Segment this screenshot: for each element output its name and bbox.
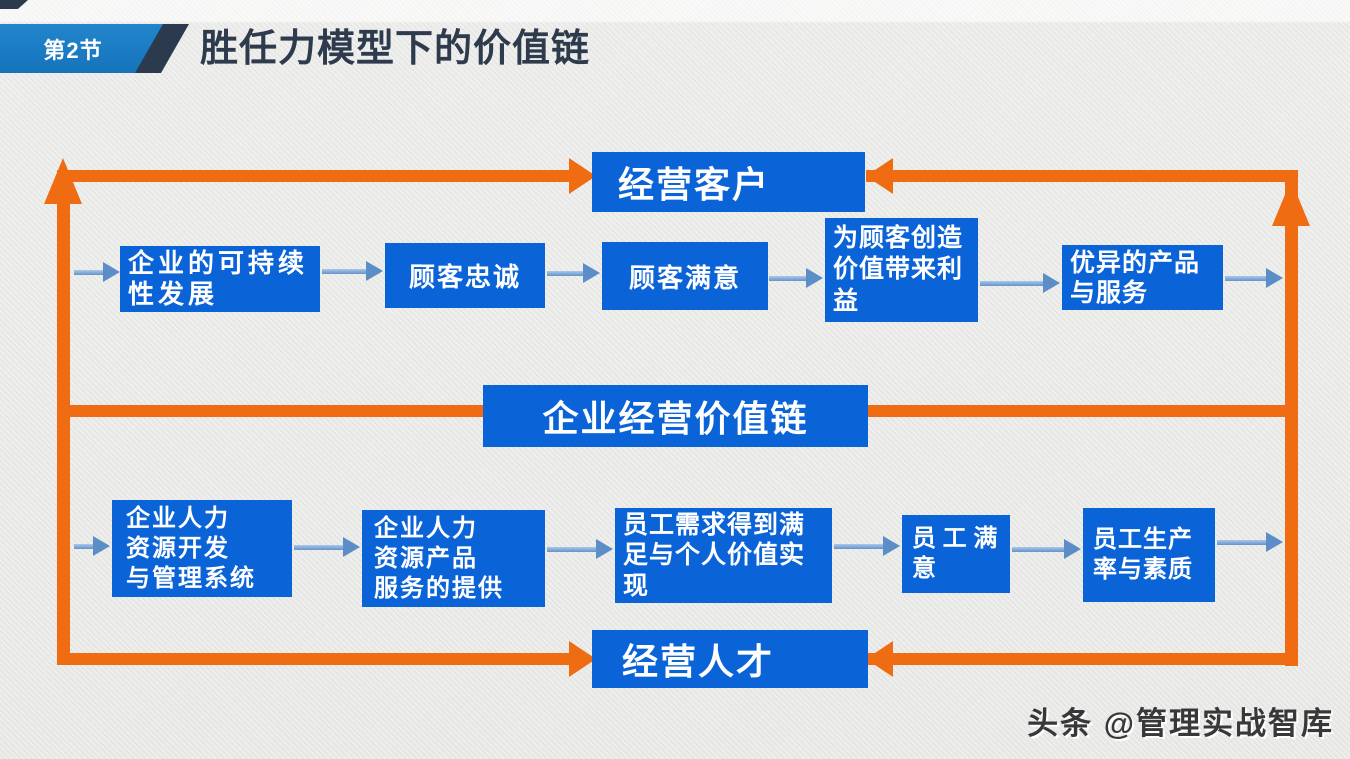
flow-arrow-icon (547, 263, 600, 283)
box-manage-customers: 经营客户 (592, 152, 865, 212)
arrow-left-icon (866, 641, 893, 677)
flow-arrow-icon (980, 273, 1060, 293)
flow-arrow-icon (74, 262, 120, 282)
flow-arrow-icon (769, 268, 823, 288)
watermark: 头条 @管理实战智库 (1027, 706, 1334, 741)
box-employee-productivity: 员工生产 率与素质 (1083, 508, 1215, 602)
flow-arrow-icon (1217, 532, 1283, 552)
page-title: 胜任力模型下的价值链 (200, 28, 591, 70)
flow-arrow-icon (1225, 268, 1283, 288)
box-sustainable-development: 企业的可持续 性发展 (120, 246, 320, 312)
box-manage-talent: 经营人才 (592, 630, 868, 688)
box-hr-product-service: 企业人力 资源产品 服务的提供 (362, 510, 545, 607)
loop-line-left-vertical (57, 196, 70, 665)
box-business-value-chain: 企业经营价值链 (483, 385, 868, 447)
corner-accent (0, 0, 28, 9)
box-products-services: 优异的产品 与服务 (1062, 245, 1223, 310)
arrow-right-icon (569, 158, 596, 194)
box-customer-value-benefit: 为顾客创造 价值带来利 益 (825, 218, 978, 322)
loop-line-right-vertical (1285, 176, 1298, 666)
box-hr-development-system: 企业人力 资源开发 与管理系统 (112, 500, 292, 597)
loop-line-top-left (57, 170, 572, 182)
arrow-left-icon (866, 158, 893, 194)
flow-arrow-icon (294, 537, 360, 557)
flow-arrow-icon (322, 261, 383, 281)
arrow-right-icon (569, 641, 596, 677)
loop-line-bottom-right (866, 653, 1298, 665)
flow-arrow-icon (74, 536, 110, 556)
flow-arrow-icon (547, 539, 613, 559)
loop-line-bottom-left (57, 653, 572, 665)
section-badge: 第2节 (0, 24, 172, 73)
box-customer-loyalty: 顾客忠诚 (385, 243, 545, 308)
arrow-up-icon (1272, 180, 1310, 226)
flow-arrow-icon (1012, 539, 1081, 559)
section-badge-label: 第2节 (43, 37, 103, 63)
box-employee-satisfaction: 员 工 满 意 (902, 515, 1010, 593)
loop-line-top-right (866, 170, 1298, 182)
flow-arrow-icon (834, 536, 900, 556)
box-customer-satisfaction: 顾客满意 (602, 242, 768, 310)
box-employee-needs: 员工需求得到满 足与个人价值实 现 (615, 508, 832, 603)
